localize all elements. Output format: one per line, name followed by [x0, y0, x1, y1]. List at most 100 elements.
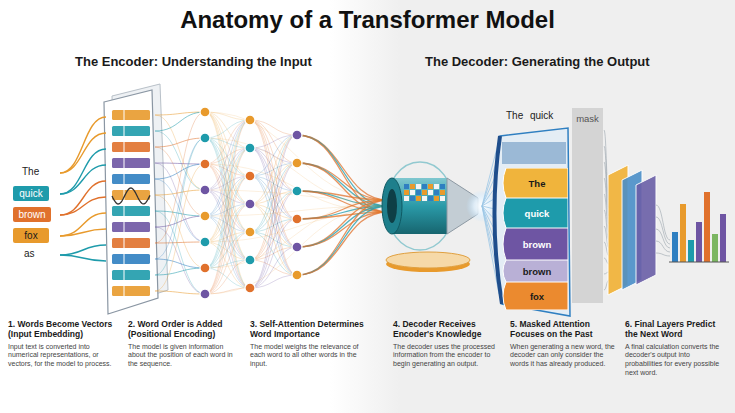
caption-column: 5. Masked Attention Focuses on the PastW… [510, 320, 622, 369]
attention-line [205, 176, 250, 294]
neuron [292, 270, 302, 280]
neuron [245, 171, 255, 181]
band-fill [503, 260, 568, 282]
attention-line [297, 163, 388, 212]
device-grid [404, 184, 445, 201]
vector-bar [112, 270, 150, 280]
caption-column: 2. Word Order is Added (Positional Encod… [128, 320, 242, 369]
layer-line [656, 253, 670, 256]
step-heading: 4. Decoder Receives Encoder's Knowledge [393, 320, 503, 340]
grid-cell [440, 184, 445, 189]
mask-panel: mask [572, 108, 603, 303]
step-description: The model is given information about the… [128, 343, 242, 369]
neuron [200, 263, 210, 273]
attention-line [205, 112, 250, 260]
grid-cell [416, 190, 421, 195]
output-word: The [506, 110, 523, 121]
grid-cell [404, 184, 409, 189]
attention-line [297, 212, 388, 247]
input-line [60, 117, 106, 173]
attention-line [250, 163, 297, 288]
attention-line [205, 200, 388, 268]
label-slot: as [24, 248, 35, 259]
input-word: as [24, 248, 35, 259]
token-text: fox [24, 230, 37, 241]
grid-cell [434, 184, 439, 189]
step-description: When generating a new word, the decoder … [510, 343, 622, 369]
grid-cell [410, 190, 415, 195]
neuron [245, 143, 255, 153]
grid-cell [422, 196, 427, 201]
embedding-bars [112, 110, 150, 296]
decoder-band: brown [500, 260, 568, 282]
attention-line [205, 120, 250, 268]
layer-plane [636, 175, 656, 285]
title-slot: Anatomy of a Transformer Model [0, 6, 735, 34]
attention-line [250, 191, 297, 288]
bar-divider [124, 126, 125, 136]
input-line [60, 255, 106, 261]
attention-line [155, 268, 205, 275]
label-slot: The Encoder: Understanding the Input [75, 54, 312, 69]
bar-divider [124, 238, 125, 248]
step-description: A final calculation converts the decoder… [625, 343, 729, 378]
step-description: The model weighs the relevance of each w… [250, 343, 365, 369]
token-text: The [529, 178, 546, 189]
label-slot: The Decoder: Generating the Output [425, 54, 650, 69]
decoder-rim [494, 136, 502, 304]
neuron [292, 242, 302, 252]
background-panel [400, 0, 735, 413]
token-text: brown [523, 239, 552, 250]
caption-column: 4. Decoder Receives Encoder's KnowledgeT… [393, 320, 503, 369]
grid-cell [410, 196, 415, 201]
probability-bar [680, 204, 686, 262]
vector-bar [112, 254, 150, 264]
attention-line [250, 120, 297, 219]
mask-label: mask [576, 113, 599, 124]
attention-line [205, 120, 250, 216]
step-heading: 5. Masked Attention Focuses on the Past [510, 320, 622, 340]
attention-line [155, 138, 205, 259]
vector-bar [112, 206, 150, 216]
neuron [292, 130, 302, 140]
final-layers [608, 165, 656, 295]
layer-line [656, 229, 670, 248]
attention-line [297, 200, 388, 275]
attention-line [205, 212, 388, 242]
label-slot: quick [530, 110, 553, 121]
bar-divider [124, 270, 125, 280]
decoder-band: brown [500, 228, 568, 260]
attention-line [155, 242, 205, 243]
attention-line [205, 242, 250, 260]
step-description: Input text is converted into numerical r… [8, 343, 120, 369]
title: Anatomy of a Transformer Model [0, 6, 735, 34]
section-heading: The Decoder: Generating the Output [425, 54, 650, 69]
decoder-band: quick [500, 198, 568, 228]
neuron [245, 227, 255, 237]
attention-line [205, 148, 250, 294]
bar-divider [124, 158, 125, 168]
attention-line [297, 135, 388, 200]
label-slot: The [506, 110, 523, 121]
neuron [245, 255, 255, 265]
neuron [200, 185, 210, 195]
attention-line [155, 112, 205, 243]
neuron [245, 115, 255, 125]
vector-bar [112, 110, 150, 120]
grid-cell [404, 196, 409, 201]
caption-column: 6. Final Layers Predict the Next WordA f… [625, 320, 729, 378]
grid-cell [434, 196, 439, 201]
chart-baseline [669, 262, 729, 263]
input-line [60, 229, 106, 236]
layer-line [656, 217, 670, 244]
embedding-panel [104, 90, 158, 314]
attention-line [205, 138, 388, 206]
attention-line [205, 204, 250, 294]
probability-bar [712, 234, 718, 262]
vector-bar [112, 142, 150, 152]
input-line [60, 149, 106, 194]
attention-line [297, 212, 388, 275]
vector-bar [112, 238, 150, 248]
vector-bar [112, 222, 150, 232]
